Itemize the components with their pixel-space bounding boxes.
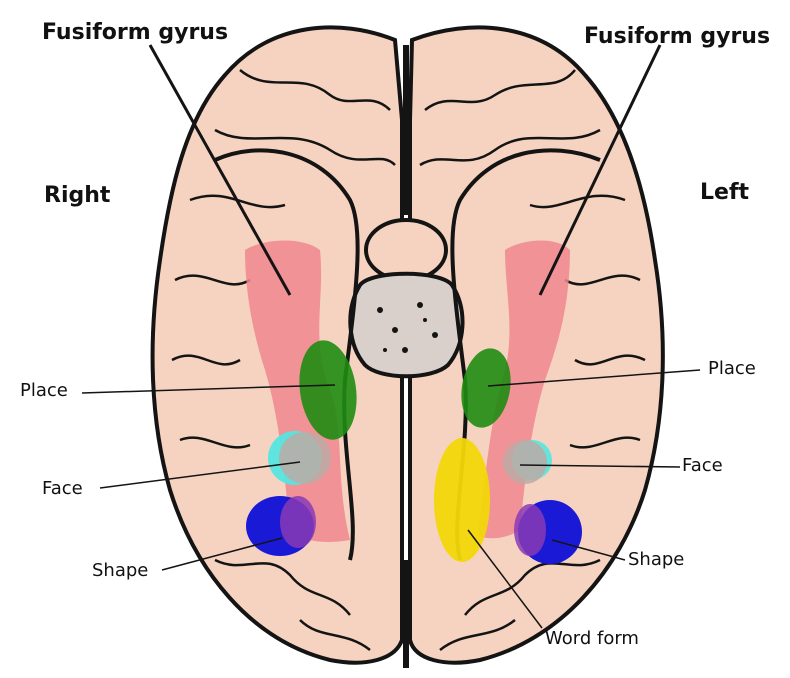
shape-region-right-overlap <box>280 496 316 548</box>
fusiform-gyrus-label-right: Fusiform gyrus <box>42 20 229 45</box>
face-region-left-gray <box>503 440 547 484</box>
thin-leader-lines <box>81 369 701 629</box>
face-label-right: Face <box>42 478 83 499</box>
word-form-region <box>434 438 490 562</box>
face-label-left: Face <box>682 455 723 476</box>
place-region-left <box>461 348 511 428</box>
place-label-left: Place <box>708 358 756 379</box>
brainstem <box>348 218 465 379</box>
place-region-right <box>299 340 357 440</box>
leader-lines <box>148 44 662 296</box>
face-region-right-gray <box>279 432 331 484</box>
sulci <box>171 69 646 651</box>
shape-label-right: Shape <box>92 560 149 581</box>
fusiform-gyrus-label-left: Fusiform gyrus <box>584 24 771 49</box>
right-temporal-boundary <box>214 148 360 561</box>
left-side-label: Left <box>700 180 750 205</box>
shape-region-left-overlap <box>514 504 546 556</box>
shape-label-left: Shape <box>628 549 685 570</box>
place-label-right: Place <box>20 380 68 401</box>
word-form-label: Word form <box>545 628 639 649</box>
right-side-label: Right <box>44 183 111 208</box>
fusiform-gyrus-left-region <box>478 240 570 539</box>
